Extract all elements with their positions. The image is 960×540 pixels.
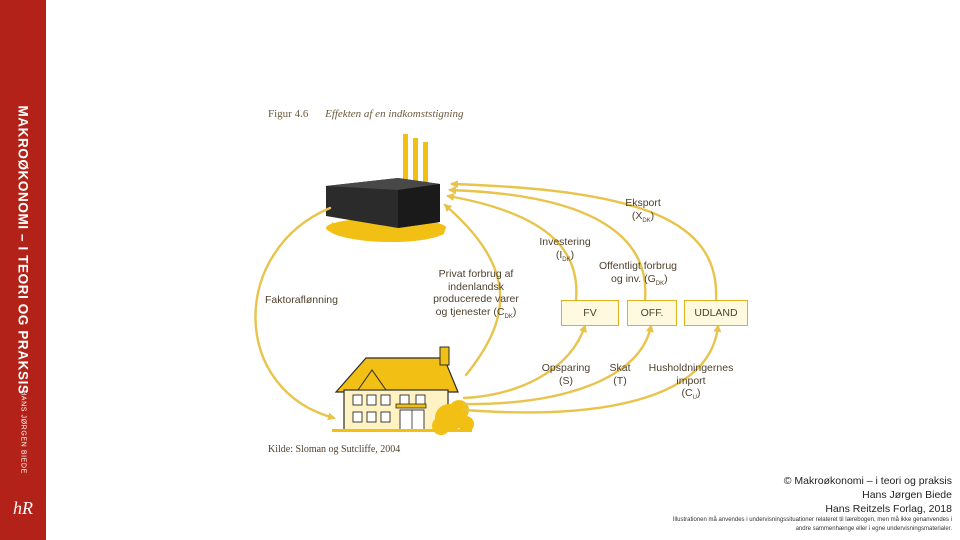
- publisher-line: Hans Reitzels Forlag, 2018: [825, 503, 952, 515]
- publisher-logo: hR: [13, 498, 33, 518]
- government-flow: [448, 186, 647, 302]
- opsparing-label: Opsparing (S): [541, 362, 591, 387]
- off-box: OFF.: [627, 300, 677, 326]
- udland-box: UDLAND: [684, 300, 748, 326]
- usage-notice: Illustrationen må anvendes i undervisnin…: [672, 517, 952, 532]
- figure-source: Kilde: Sloman og Sutcliffe, 2004: [268, 444, 401, 455]
- investment-flow: [446, 193, 578, 302]
- faktor-label: Faktoraflønning: [265, 294, 338, 306]
- figure-name: Effekten af en indkomststigning: [325, 108, 464, 120]
- export-flow: [450, 180, 718, 302]
- investering-label: Investering (IDK): [539, 236, 591, 263]
- consumption-flow: [443, 203, 502, 377]
- figure-title: Figur 4.6 Effekten af en indkomststignin…: [268, 108, 464, 120]
- privat-label: Privat forbrug af indenlandsk producered…: [433, 268, 519, 320]
- offentligt-label: Offentligt forbrug og inv. (GDK): [599, 260, 678, 287]
- factor-income-flow: [254, 206, 336, 421]
- house-icon: [332, 346, 474, 435]
- eksport-label: Eksport (XDK): [625, 197, 661, 224]
- side-band: MAKROØKONOMI – I TEORI OG PRAKSIS HANS J…: [0, 0, 46, 540]
- figure-number: Figur 4.6: [268, 108, 309, 120]
- husholdning-label: Husholdningernes import (CU): [648, 362, 734, 402]
- author-line: Hans Jørgen Biede: [862, 489, 952, 501]
- fv-box: FV: [561, 300, 619, 326]
- savings-flow: [462, 324, 587, 400]
- tax-flow: [462, 324, 654, 406]
- copyright-line: © Makroøkonomi – i teori og praksis: [783, 475, 952, 487]
- copyright-block: © Makroøkonomi – i teori og praksis Hans…: [784, 474, 952, 516]
- skat-label: Skat (T): [609, 362, 631, 387]
- import-flow: [462, 324, 722, 414]
- factory-icon: [326, 134, 446, 243]
